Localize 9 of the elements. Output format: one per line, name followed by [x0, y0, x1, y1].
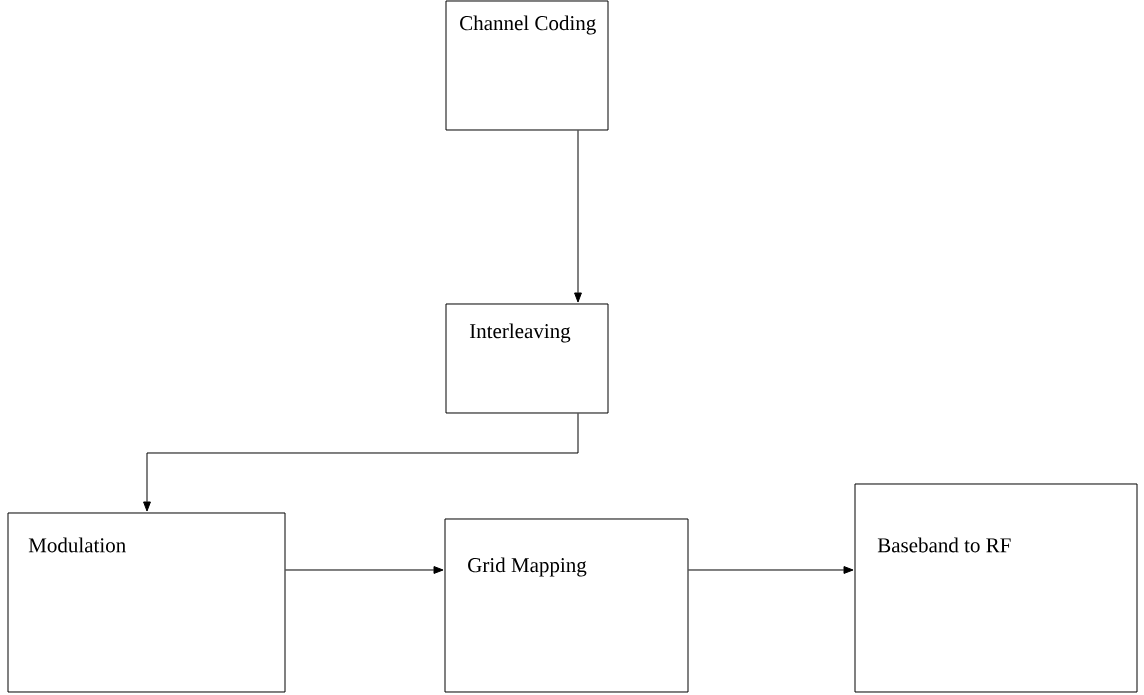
process-box: Modulation — [7, 512, 286, 693]
arrow — [143, 413, 579, 512]
process-box: Interleaving — [445, 303, 609, 414]
process-box: Baseband to RF — [854, 483, 1138, 693]
process-box: Channel Coding — [445, 0, 609, 131]
arrow — [285, 566, 444, 574]
arrow — [688, 566, 854, 574]
arrow — [574, 130, 582, 303]
process-box: Grid Mapping — [444, 518, 689, 693]
